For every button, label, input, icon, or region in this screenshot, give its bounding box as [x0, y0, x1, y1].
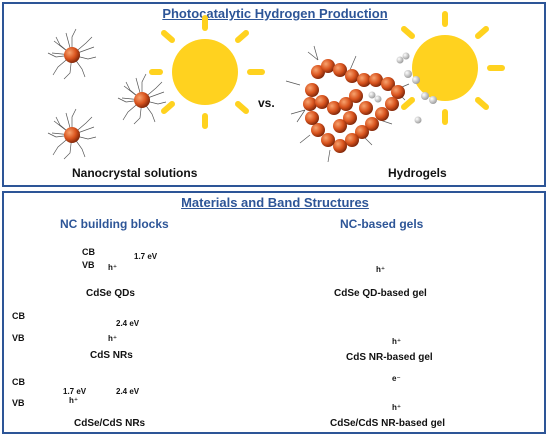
- nr-gap-label: 2.4 eV: [116, 319, 140, 328]
- top-panel-title: Photocatalytic Hydrogen Production: [162, 6, 388, 21]
- qd-gel-hole-label: h⁺: [376, 265, 386, 274]
- cdse-cds-nrs-caption: CdSe/CdS NRs: [74, 418, 146, 429]
- nr-hole-label: h⁺: [108, 334, 118, 343]
- nc-based-gels-heading: NC-based gels: [340, 217, 424, 231]
- qd-gel-electron-label: e⁻: [376, 242, 385, 251]
- nanocrystal-solutions-caption: Nanocrystal solutions: [72, 166, 198, 180]
- vs-label: vs.: [258, 96, 275, 110]
- sun-left: [149, 15, 265, 129]
- dotrod-hole-label: h⁺: [69, 396, 79, 405]
- qd-gap-label: 1.7 eV: [134, 252, 158, 261]
- nc-building-blocks-heading: NC building blocks: [60, 217, 169, 231]
- cdse-qds-caption: CdSe QDs: [86, 288, 135, 299]
- cds-nrs-caption: CdS NRs: [90, 350, 133, 361]
- sun-right: [401, 11, 505, 125]
- dotrod-electron-label: e⁻: [70, 374, 79, 383]
- cdse-qd-gel-caption: CdSe QD-based gel: [334, 288, 427, 299]
- hydrogel-network: [303, 59, 405, 153]
- bottom-panel: [2, 191, 546, 434]
- qd-electron-label: e⁻: [108, 239, 117, 248]
- dotrod-rod-gap-label: 2.4 eV: [116, 387, 140, 396]
- dotrod-dot-gap-label: 1.7 eV: [63, 387, 87, 396]
- hydrogels-caption: Hydrogels: [388, 166, 447, 180]
- dotrod-vb-label: VB: [12, 398, 25, 408]
- nr-gel-hole-label: h⁺: [392, 337, 402, 346]
- qd-hole-label: h⁺: [108, 263, 118, 272]
- dotrod-gel-electron-label: e⁻: [392, 374, 401, 383]
- nr-electron-label: e⁻: [108, 304, 117, 313]
- nr-vb-label: VB: [12, 333, 25, 343]
- nr-cb-label: CB: [12, 311, 25, 321]
- cdse-cds-nr-gel-caption: CdSe/CdS NR-based gel: [330, 418, 446, 429]
- nanocrystal-ligands: [47, 28, 167, 160]
- dotrod-gel-hole-label: h⁺: [392, 403, 402, 412]
- nr-gel-electron-label: e⁻: [392, 307, 401, 316]
- nanocrystal-particles: [64, 47, 150, 143]
- dotrod-cb-label: CB: [12, 377, 25, 387]
- cds-nr-gel-caption: CdS NR-based gel: [346, 352, 433, 363]
- bottom-panel-title: Materials and Band Structures: [181, 195, 369, 210]
- qd-vb-label: VB: [82, 260, 95, 270]
- qd-cb-label: CB: [82, 247, 95, 257]
- hydrogen-bubbles: [368, 52, 437, 124]
